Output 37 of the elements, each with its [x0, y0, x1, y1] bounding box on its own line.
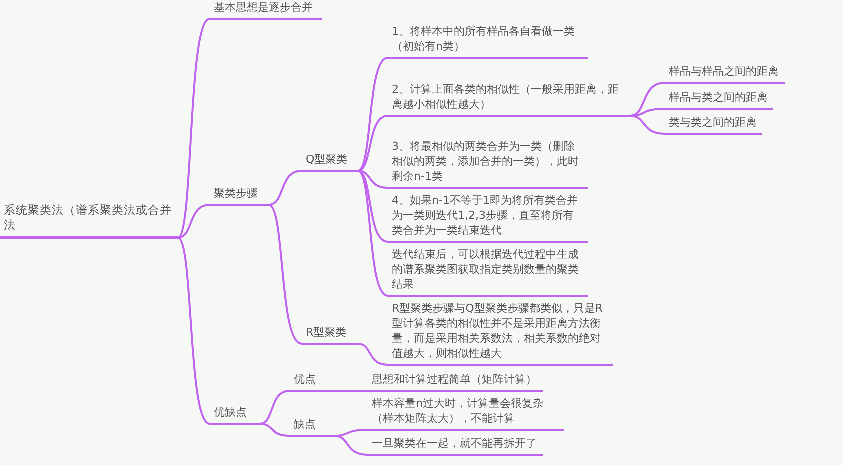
topic-branch: R型聚类	[302, 325, 358, 345]
branch-line	[334, 390, 368, 392]
branch-line	[357, 57, 388, 172]
topic-branch: Q型聚类	[302, 152, 358, 172]
branch-line	[357, 170, 388, 297]
topic-branch: 缺点	[290, 417, 334, 437]
branch-line	[268, 204, 302, 345]
root-topic: 系统聚类法（谱系聚类法或合并法	[0, 203, 178, 239]
branch-line	[177, 237, 211, 425]
topic-branch: R型聚类步骤与Q型聚类步骤都类似，只是R型计算各类的相似性并不是采用距离方法衡量，而是采用相关系数法，相关系数的绝对值越大，则相似性越大	[388, 301, 613, 366]
branch-line	[358, 170, 388, 189]
topic-branch: 4、如果n-1不等于1即为将所有类合并为一类则迭代1,2,3步骤，直至将所有类合并为一类结束迭代	[388, 193, 588, 243]
branch-line	[178, 204, 210, 239]
branch-line	[358, 115, 388, 172]
branch-line	[260, 390, 290, 425]
topic-branch: 一旦聚类在一起，就不能再拆开了	[368, 436, 543, 456]
branch-line	[630, 115, 666, 135]
branch-line	[260, 423, 290, 437]
branch-line	[268, 170, 302, 206]
topic-branch: 样本容量n过大时，计算量会很复杂（样本矩阵太大），不能计算	[368, 396, 564, 431]
branch-line	[630, 82, 666, 117]
topic-branch: 2、计算上面各类的相似性（一般采用距离，距离越小相似性越大）	[388, 82, 630, 117]
branch-line	[358, 343, 388, 366]
topic-branch: 样品与类之间的距离	[665, 90, 773, 110]
topic-branch: 3、将最相似的两类合并为一类（删除相似的两类，添加合并的一类），此时剩余n-1类	[388, 139, 588, 189]
topic-branch: 优点	[290, 372, 334, 392]
topic-branch: 样品与样品之间的距离	[665, 64, 785, 84]
topic-branch: 基本思想是逐步合并	[210, 0, 322, 20]
branch-line	[334, 435, 368, 456]
topic-branch: 思想和计算过程简单（矩阵计算）	[368, 372, 543, 392]
topic-branch: 1、将样本中的所有样品各自看做一类（初始有n类）	[388, 24, 588, 59]
topic-branch: 类与类之间的距离	[665, 115, 762, 135]
topic-branch: 优缺点	[210, 405, 260, 425]
branch-line	[358, 170, 388, 243]
branch-line	[177, 18, 211, 239]
topic-branch: 聚类步骤	[210, 186, 269, 206]
topic-branch: 迭代结束后，可以根据迭代过程中生成的谱系聚类图获取指定类别数量的聚类结果	[388, 247, 588, 297]
